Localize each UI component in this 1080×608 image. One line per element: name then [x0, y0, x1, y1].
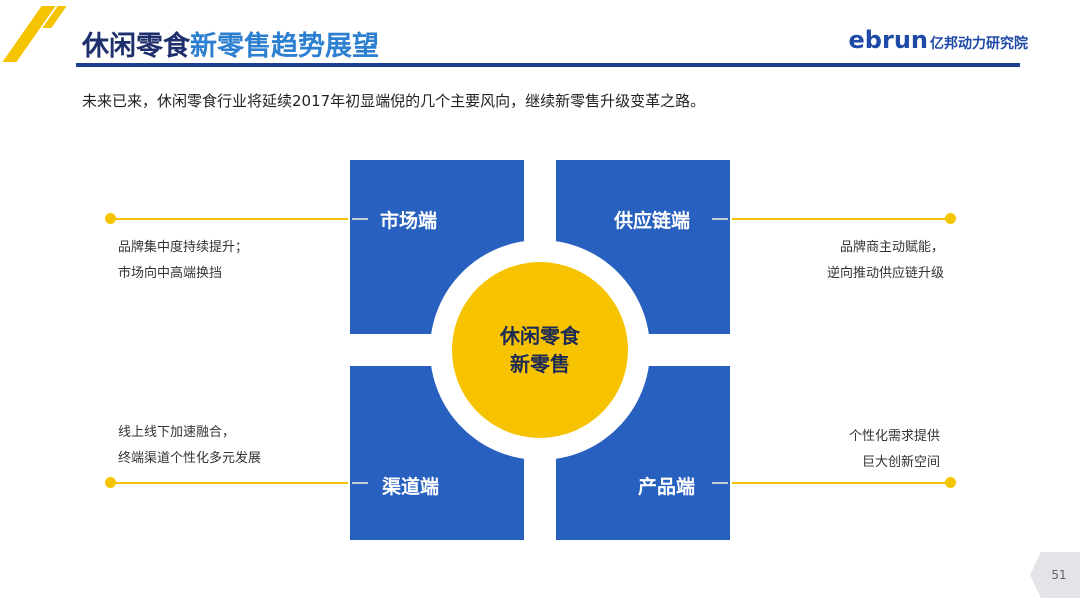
intro-text: 未来已来，休闲零食行业将延续2017年初显端倪的几个主要风向，继续新零售升级变革…: [82, 92, 706, 110]
header-divider: [76, 63, 1020, 67]
quadrant-label: 产品端: [638, 476, 696, 498]
connector-dash: [352, 482, 368, 484]
quadrant-label: 供应链端: [614, 210, 691, 232]
connector-line: [732, 482, 950, 484]
connector-dot: [945, 477, 956, 488]
quadrant-label: 市场端: [380, 210, 438, 232]
connector-dot: [105, 477, 116, 488]
center-circle: 休闲零食新零售: [452, 262, 628, 438]
connector-line: [732, 218, 950, 220]
decorative-stripe: [2, 6, 56, 62]
product-description: 个性化需求提供巨大创新空间: [848, 429, 940, 470]
connector-dot: [945, 213, 956, 224]
connector-dash: [712, 482, 728, 484]
channel-description: 线上线下加速融合，终端渠道个性化多元发展: [118, 425, 262, 466]
connector-dash: [712, 218, 728, 220]
connector-line: [112, 482, 348, 484]
connector-dot: [105, 213, 116, 224]
connector-line: [112, 218, 348, 220]
page-title: 休闲零食新零售趋势展望: [82, 31, 379, 62]
market-description: 品牌集中度持续提升；市场向中高端换挡: [118, 240, 249, 281]
page-number: 51: [1030, 552, 1080, 598]
supply-chain-description: 品牌商主动赋能，逆向推动供应链升级: [826, 240, 944, 281]
connector-dash: [352, 218, 368, 220]
quadrant-label: 渠道端: [382, 476, 440, 498]
